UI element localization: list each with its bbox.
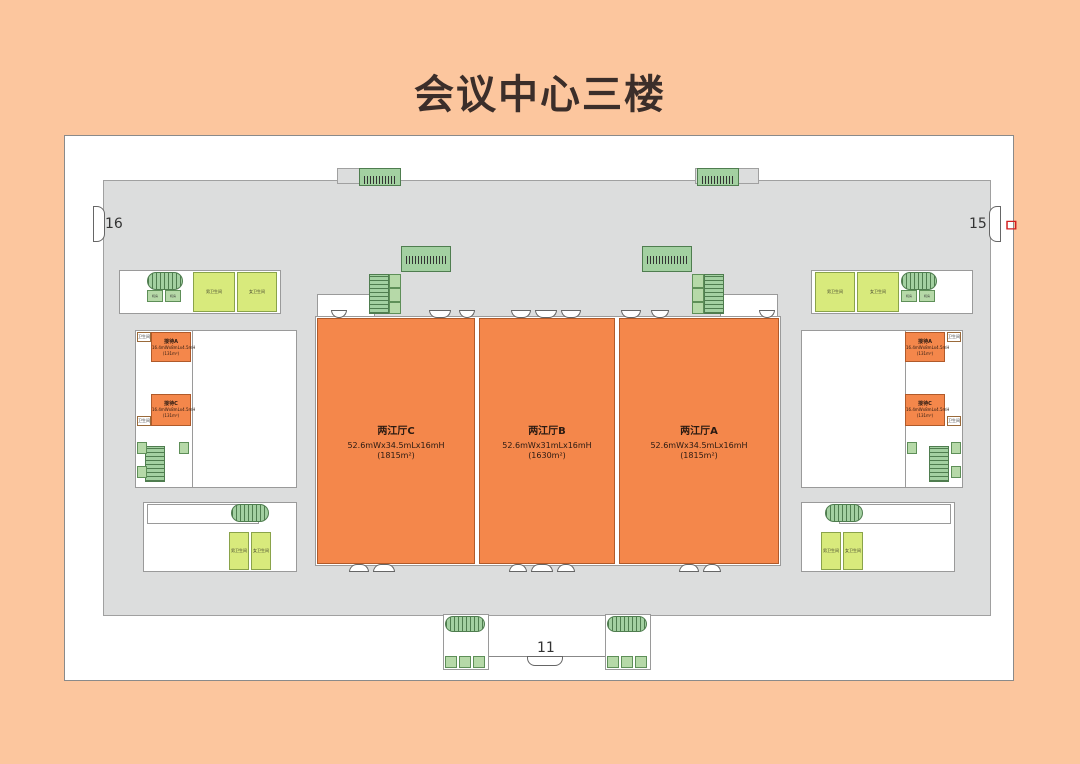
left-top-stair[interactable] <box>147 272 183 290</box>
bottom-left-cell-2 <box>459 656 471 668</box>
stair-right-hall[interactable] <box>704 274 724 314</box>
page-title: 会议中心三楼 <box>414 72 666 118</box>
hall-a-door-4[interactable] <box>679 564 699 572</box>
hall-b[interactable]: 两江厅B 52.6mWx31mLx16mH (1630m²) <box>479 318 615 564</box>
hall-a-door-5[interactable] <box>703 564 721 572</box>
bottom-entry-door[interactable] <box>527 656 563 666</box>
hall-b-door-5[interactable] <box>531 564 553 572</box>
left-mid-cell-3 <box>179 442 189 454</box>
hall-b-area: (1630m²) <box>528 450 566 460</box>
hall-b-dims: 52.6mWx31mLx16mH <box>502 440 592 450</box>
bottom-left-cell-1 <box>445 656 457 668</box>
hall-c-name: 两江厅C <box>377 425 415 437</box>
left-tag-bottom: 卫生间 <box>137 416 151 426</box>
floor-plan-frame: 16 15 ㅁ 两江厅C 52.6mWx34.5mLx16mH (1815m²)… <box>64 135 1020 681</box>
left-top-cell-1: 机房 <box>147 290 163 302</box>
bottom-stair-left[interactable] <box>445 616 485 632</box>
stair-right-hall-cell-1 <box>692 274 704 288</box>
right-mid-cell-3 <box>951 466 961 478</box>
left-mid-stair[interactable] <box>145 446 165 482</box>
right-bottom-stair[interactable] <box>825 504 863 522</box>
hall-c-area: (1815m²) <box>377 450 415 460</box>
top-escalator-right[interactable] <box>697 168 739 186</box>
right-toilet-m-top: 男卫生间 <box>815 272 855 312</box>
right-mid-stair[interactable] <box>929 446 949 482</box>
hall-b-door-4[interactable] <box>509 564 527 572</box>
entry-number-16: 16 <box>105 216 123 232</box>
entry-number-11: 11 <box>537 640 555 656</box>
right-entry-door[interactable] <box>989 206 1001 242</box>
left-tag-top: 卫生间 <box>137 332 151 342</box>
right-top-cell-1: 机房 <box>901 290 917 302</box>
entry-number-15: 15 <box>969 216 987 232</box>
hall-c[interactable]: 两江厅C 52.6mWx34.5mLx16mH (1815m²) <box>317 318 475 564</box>
right-toilet-f-top: 女卫生间 <box>857 272 899 312</box>
left-room-a[interactable]: 接待A 16.4mWx8mLx4.5mH(131m²) <box>151 332 195 362</box>
right-tag-bottom: 卫生间 <box>947 416 961 426</box>
right-top-cell-2: 机房 <box>919 290 935 302</box>
left-toilet-m-top: 男卫生间 <box>193 272 235 312</box>
hall-b-door-6[interactable] <box>557 564 575 572</box>
hall-c-dims: 52.6mWx34.5mLx16mH <box>347 440 445 450</box>
hall-a-area: (1815m²) <box>680 450 718 460</box>
hall-a-name: 两江厅A <box>680 425 718 437</box>
left-toilet-m-bottom: 男卫生间 <box>229 532 249 570</box>
hall-a-dims: 52.6mWx34.5mLx16mH <box>650 440 748 450</box>
stair-left-hall[interactable] <box>369 274 389 314</box>
bottom-right-cell-2 <box>621 656 633 668</box>
left-toilet-f-top: 女卫生间 <box>237 272 277 312</box>
right-toilet-m-bottom: 男卫生间 <box>821 532 841 570</box>
bottom-right-cell-1 <box>607 656 619 668</box>
right-mid-cell-1 <box>907 442 917 454</box>
left-top-cell-2: 机房 <box>165 290 181 302</box>
hall-corridor-left-top <box>317 294 375 318</box>
top-escalator-left[interactable] <box>359 168 401 186</box>
hall-c-door-4[interactable] <box>349 564 369 572</box>
right-room-a[interactable]: 接待A 16.4mWx8mLx4.5mH(131m²) <box>905 332 949 362</box>
bottom-right-cell-3 <box>635 656 647 668</box>
bottom-left-cell-3 <box>473 656 485 668</box>
stair-left-hall-cell-2 <box>389 288 401 302</box>
escalator-left-center[interactable] <box>401 246 451 272</box>
left-bottom-stair[interactable] <box>231 504 269 522</box>
stair-right-hall-cell-2 <box>692 288 704 302</box>
escalator-right-center[interactable] <box>642 246 692 272</box>
edge-marker-char: ㅁ <box>1003 216 1020 237</box>
stair-right-hall-cell-3 <box>692 302 704 314</box>
bottom-stair-right[interactable] <box>607 616 647 632</box>
right-mid-cell-2 <box>951 442 961 454</box>
right-toilet-f-bottom: 女卫生间 <box>843 532 863 570</box>
stair-left-hall-cell-1 <box>389 274 401 288</box>
left-entry-door[interactable] <box>93 206 105 242</box>
right-tag-top: 卫生间 <box>947 332 961 342</box>
right-room-c[interactable]: 接待C 16.4mWx8mLx4.5mH(131m²) <box>905 394 949 426</box>
left-mid-cell-1 <box>137 442 147 454</box>
left-room-c[interactable]: 接待C 16.4mWx8mLx4.5mH(131m²) <box>151 394 195 426</box>
left-mid-cell-2 <box>137 466 147 478</box>
stair-left-hall-cell-3 <box>389 302 401 314</box>
hall-c-door-5[interactable] <box>373 564 395 572</box>
hall-a[interactable]: 两江厅A 52.6mWx34.5mLx16mH (1815m²) <box>619 318 779 564</box>
hall-b-name: 两江厅B <box>528 425 566 437</box>
left-toilet-f-bottom: 女卫生间 <box>251 532 271 570</box>
right-top-stair[interactable] <box>901 272 937 290</box>
